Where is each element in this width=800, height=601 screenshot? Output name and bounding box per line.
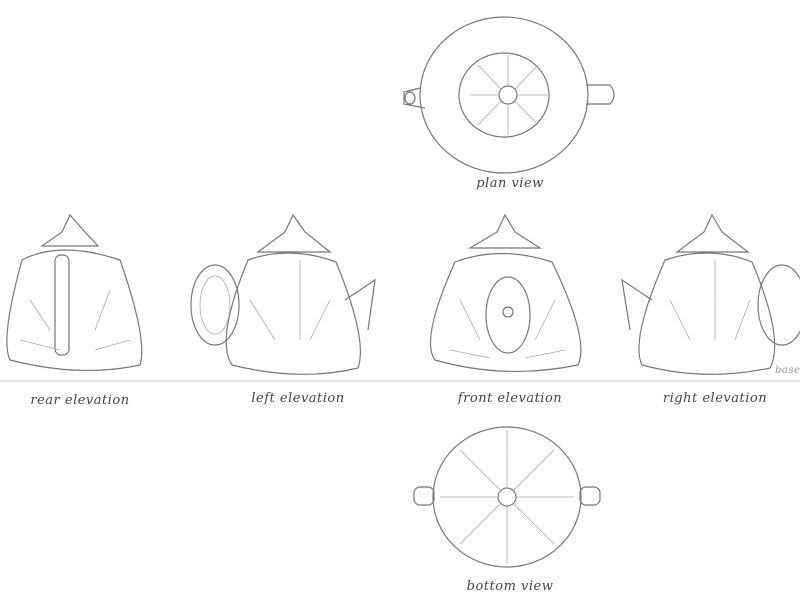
- left-elevation-label: left elevation: [251, 391, 345, 406]
- rear-elevation-drawing: [6, 213, 143, 372]
- front-elevation-drawing: [429, 213, 582, 372]
- right-elevation-drawing: [621, 213, 800, 375]
- front-elevation-label: front elevation: [457, 391, 563, 406]
- rear-elevation-label: rear elevation: [30, 393, 130, 408]
- bottom-view-drawing: [413, 426, 601, 568]
- plan-view-drawing: [403, 16, 615, 174]
- bottom-view-label: bottom view: [466, 579, 554, 594]
- right-elevation-label: right elevation: [662, 391, 768, 406]
- left-elevation-drawing: [190, 213, 376, 375]
- baseline-label: basel: [775, 365, 800, 376]
- plan-view-label: plan view: [476, 176, 544, 191]
